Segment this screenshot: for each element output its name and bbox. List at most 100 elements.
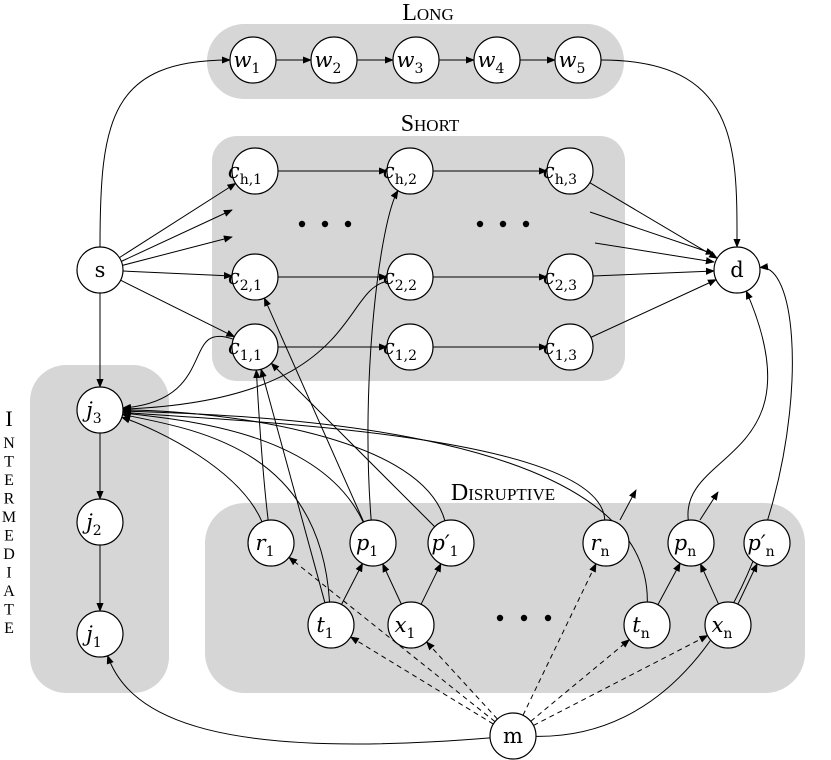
ellipsis-marks — [298, 220, 552, 622]
long-label: Long — [402, 0, 454, 26]
node-circle — [667, 519, 715, 567]
edge-rn-j3 — [121, 409, 606, 521]
edge-r1-j3 — [120, 416, 263, 523]
intermediate-label-letter: E — [4, 472, 14, 489]
node-label: w3 — [397, 48, 424, 77]
edge-s-ch1 — [119, 182, 237, 259]
intermediate-label-letter: I — [5, 406, 12, 431]
node-circle — [231, 323, 279, 371]
node-j2: j2 — [76, 498, 124, 546]
disruptive-region — [205, 503, 805, 693]
edge-r1-c11 — [253, 369, 269, 521]
edge-stub — [119, 209, 233, 263]
intermediate-label-letter: R — [4, 491, 15, 508]
node-pp1: p′1 — [427, 519, 475, 567]
node-label: s — [95, 258, 106, 282]
node-label: d — [730, 258, 743, 282]
node-w1: w1 — [229, 36, 277, 84]
node-label: p1 — [356, 531, 378, 560]
edge-s-c21 — [122, 270, 233, 280]
node-label: ch,3 — [543, 159, 577, 188]
edge-w5-d — [600, 59, 741, 248]
edge-t1-p1 — [341, 562, 363, 605]
node-circle — [582, 519, 630, 567]
node-label: c2,2 — [383, 265, 417, 294]
disruptive-label: Disruptive — [451, 480, 555, 506]
node-label: xn — [712, 613, 733, 642]
intermediate-label-letter: E — [4, 620, 14, 637]
node-label: ch,2 — [383, 159, 417, 188]
node-circle — [704, 601, 752, 649]
nodes: w1 w2 w3 w4 w5 ch,1 ch,2 ch,3 c2,1 c2,2 c2,3 c1,1 c1… — [76, 36, 791, 760]
edge-p1-ch2 — [367, 189, 399, 521]
edge-m-t1 — [349, 636, 494, 725]
node-label: w2 — [315, 48, 342, 77]
node-t1: t1 — [307, 601, 355, 649]
edge-xn-ppn — [737, 562, 758, 605]
edge-stub — [594, 242, 715, 265]
node-w5: w5 — [554, 36, 602, 84]
short-label: Short — [401, 111, 460, 137]
node-label: rn — [590, 531, 609, 560]
edge-pn-d — [687, 290, 769, 521]
node-circle — [554, 36, 602, 84]
node-label: c1,3 — [543, 335, 577, 364]
node-rn: rn — [582, 519, 630, 567]
node-circle — [76, 386, 124, 434]
edge-m-d — [535, 263, 793, 737]
node-c21: c2,1 — [228, 253, 279, 301]
edge-m-j1 — [106, 654, 491, 745]
node-circle — [546, 147, 594, 195]
node-w4: w4 — [473, 36, 521, 84]
edge-xn-pn — [700, 563, 719, 605]
edge-ch3-d — [589, 182, 718, 259]
node-c11: c1,1 — [228, 323, 279, 371]
edge-stub — [119, 235, 233, 267]
edge-x1-pp1 — [420, 562, 442, 605]
node-ch3: ch,3 — [543, 147, 594, 195]
node-circle — [76, 246, 124, 294]
intermediate-label-letter: A — [3, 583, 15, 600]
node-ch2: ch,2 — [383, 147, 434, 195]
node-circle — [743, 519, 791, 567]
node-circle — [386, 323, 434, 371]
node-label: c1,2 — [383, 335, 417, 364]
ellipsis-disruptive — [496, 614, 552, 622]
edge-c13-d — [590, 279, 717, 338]
node-j3: j3 — [76, 386, 124, 434]
edge-c22-j3 — [122, 280, 388, 413]
node-circle — [76, 498, 124, 546]
edge-tn-pn — [657, 562, 681, 605]
node-label: r1 — [256, 531, 275, 560]
node-label: ch,1 — [228, 159, 262, 188]
node-label: j3 — [82, 398, 101, 427]
edge-x1-p1 — [382, 563, 402, 605]
intermediate-label-letter: I — [6, 565, 11, 582]
node-circle — [392, 36, 440, 84]
node-circle — [229, 36, 277, 84]
node-circle — [546, 253, 594, 301]
node-label: c2,3 — [543, 265, 577, 294]
edge-pp1-c11 — [270, 362, 436, 528]
node-tn: tn — [623, 601, 671, 649]
node-j1: j1 — [76, 610, 124, 658]
node-circle — [231, 253, 279, 301]
node-circle — [713, 246, 761, 294]
node-label: tn — [632, 613, 649, 642]
edge-p1-c21 — [263, 297, 365, 523]
node-pn: pn — [667, 519, 715, 567]
edge-m-tn — [530, 639, 630, 722]
node-circle — [386, 147, 434, 195]
node-circle — [386, 253, 434, 301]
node-c22: c2,2 — [383, 253, 434, 301]
intermediate-label-letter: D — [3, 546, 15, 563]
edge-stub — [619, 489, 637, 521]
node-label: c1,1 — [228, 335, 262, 364]
edges — [96, 56, 793, 745]
intermediate-label-letter: T — [4, 454, 14, 471]
node-label: j1 — [82, 622, 101, 651]
edge-m-rn — [522, 562, 597, 716]
